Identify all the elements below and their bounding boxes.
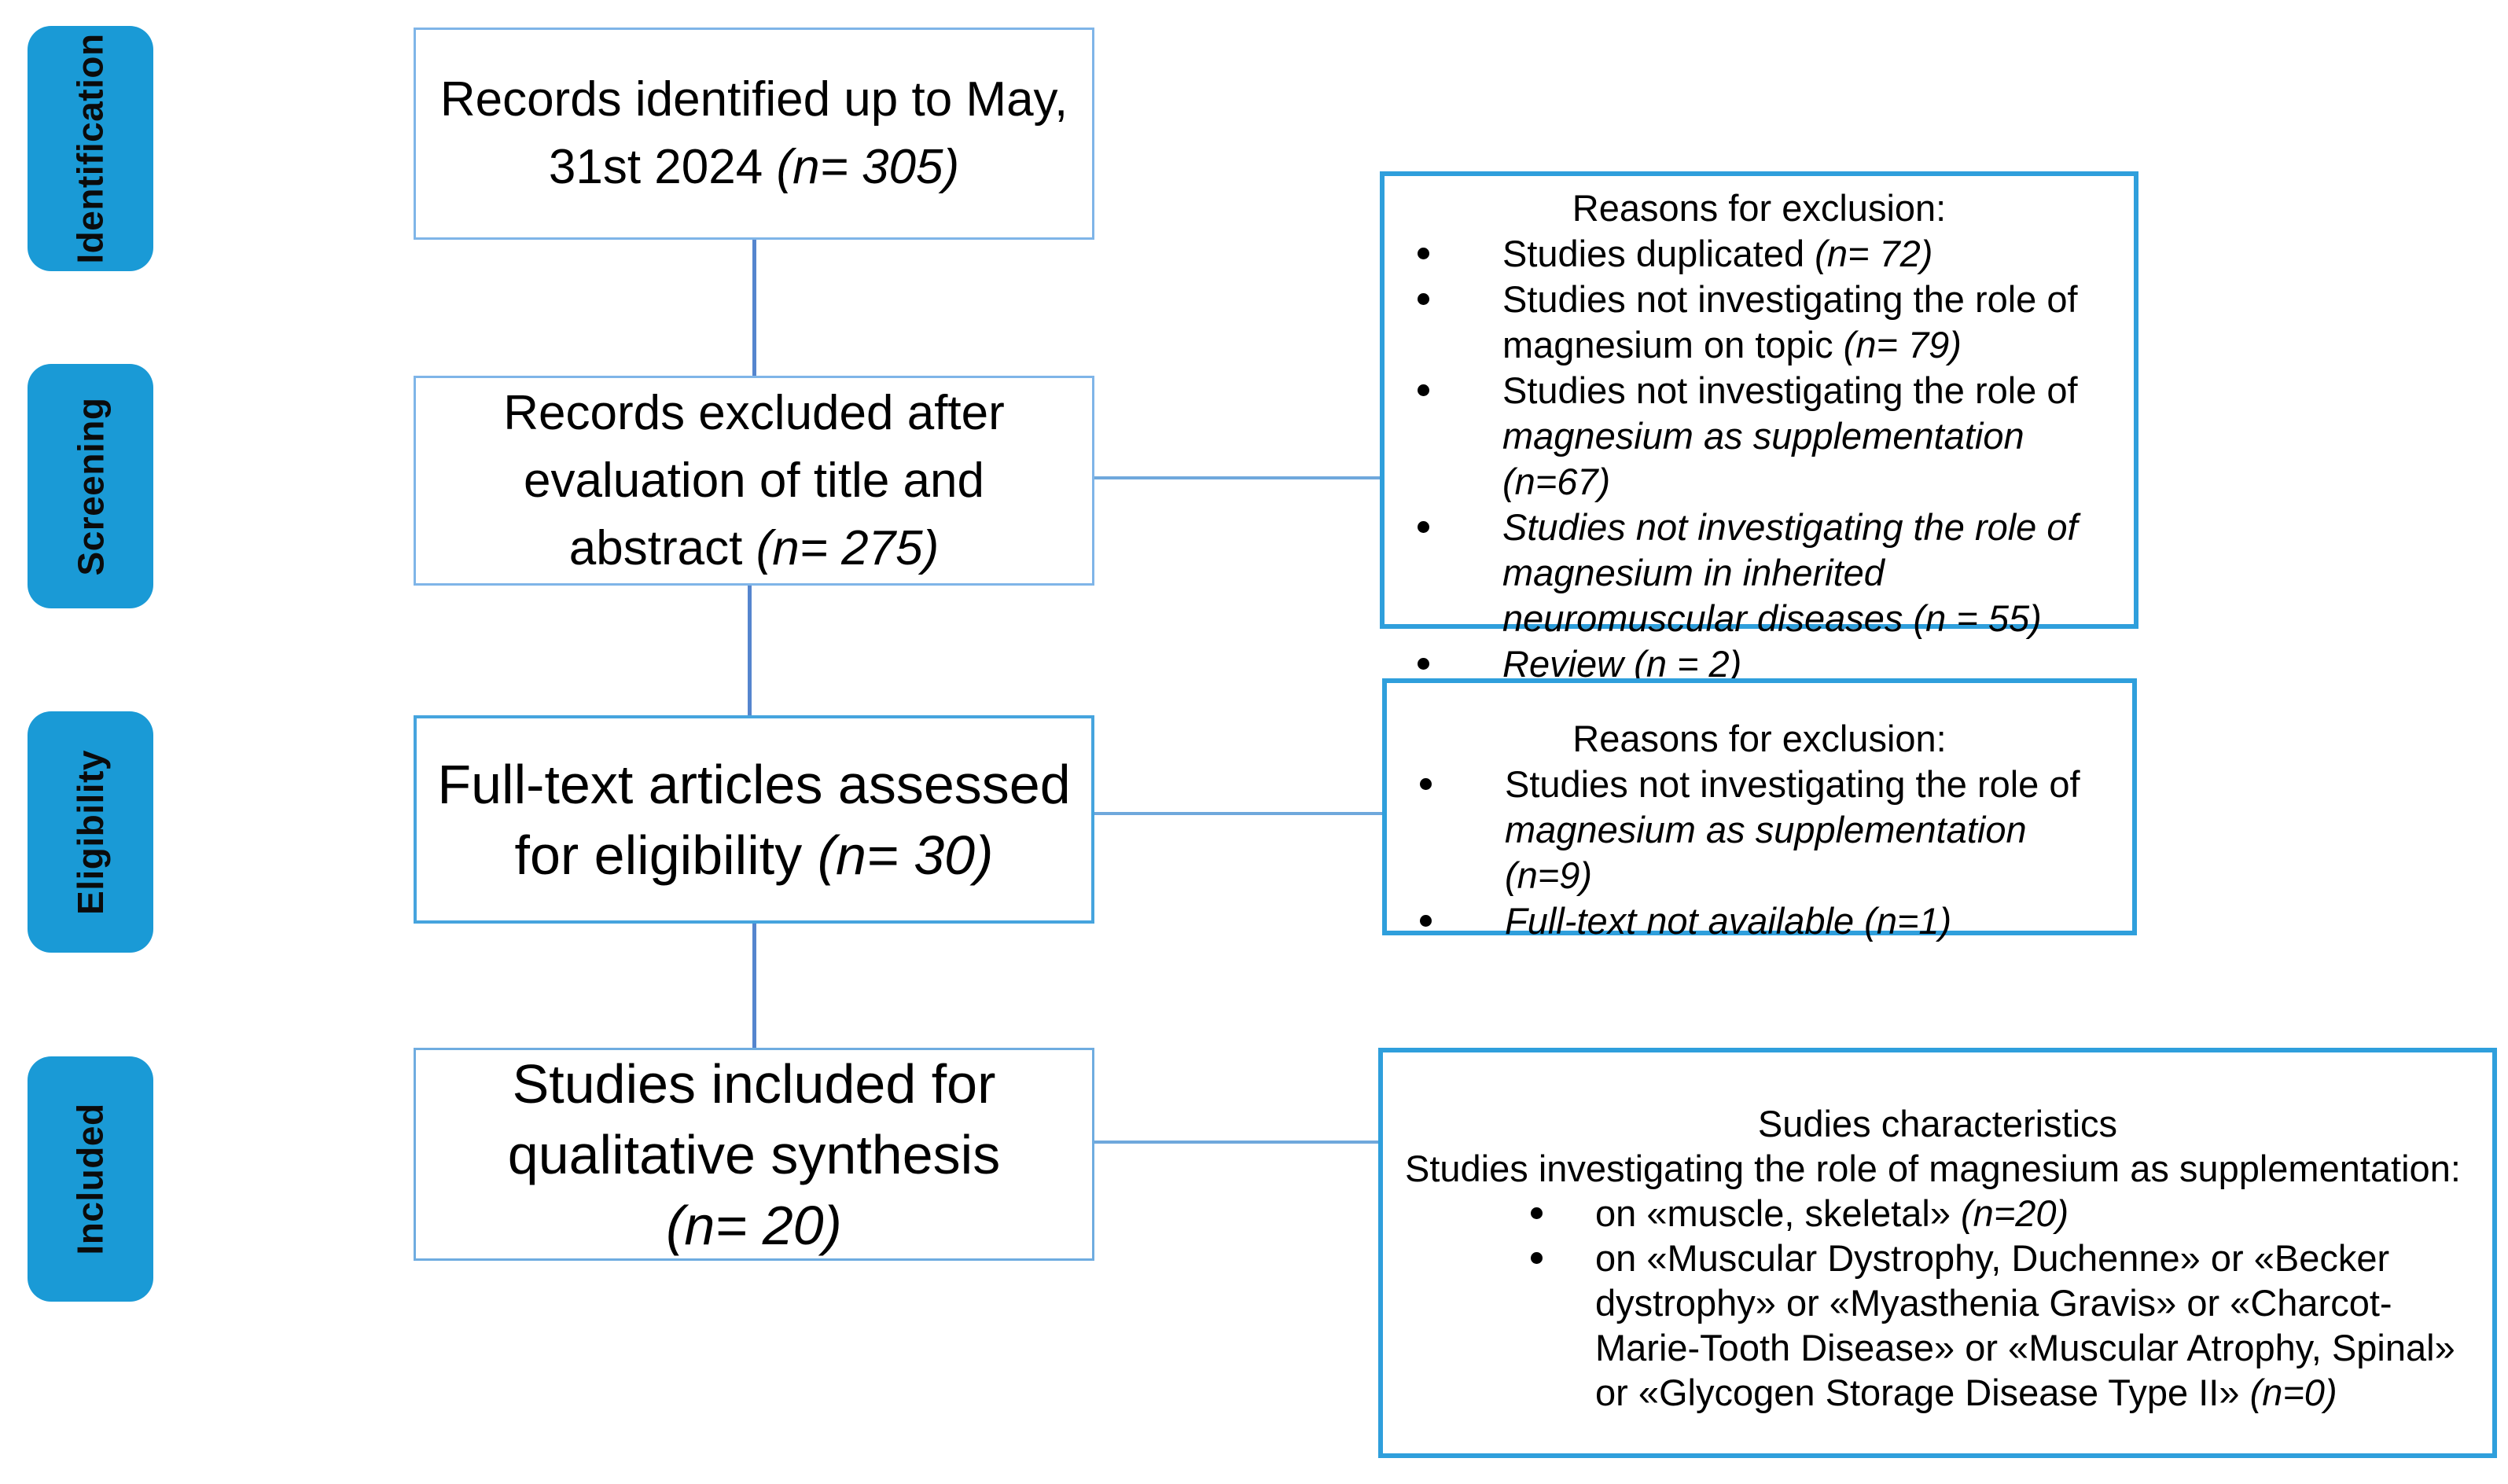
fulltext-assessed-line1: Full-text articles assessed	[437, 753, 1071, 815]
stage-identification-label: Identification	[70, 33, 112, 264]
connector-fulltext-to-reasons2	[1094, 812, 1382, 815]
stage-eligibility-label: Eligibility	[70, 749, 111, 915]
characteristics-item-diseases: on «Muscular Dystrophy, Duchenne» or «Be…	[1383, 1236, 2492, 1415]
stage-eligibility: Eligibility	[28, 711, 153, 953]
exclusion-box-1-title: Reasons for exclusion:	[1572, 187, 1947, 229]
flow-box-records-excluded: Records excluded after evaluation of tit…	[414, 376, 1094, 586]
exclusion-reasons-box-2: Reasons for exclusion: Studies not inves…	[1382, 678, 2137, 942]
records-identified-line1: Records identified up to May,	[439, 72, 1068, 127]
connector-fulltext-to-included	[752, 924, 756, 1048]
exclusion-box-2-list: Studies not investigating the role of ma…	[1387, 762, 2132, 944]
studies-included-count: (n= 20)	[666, 1194, 842, 1256]
characteristics-subtitle: Studies investigating the role of magnes…	[1405, 1148, 2461, 1189]
exclusion-1-item-not-inherited-nmd: Studies not investigating the role of ma…	[1385, 505, 2134, 641]
flow-box-records-identified: Records identified up to May, 31st 2024 …	[414, 28, 1094, 240]
exclusion-1-item-not-supplementation: Studies not investigating the role of ma…	[1385, 368, 2134, 505]
records-excluded-line2: evaluation of title and	[524, 453, 984, 508]
exclusion-1-item-not-on-topic: Studies not investigating the role of ma…	[1385, 277, 2134, 368]
characteristics-list: on «muscle, skeletal» (n=20) on «Muscula…	[1383, 1191, 2492, 1415]
stage-screening: Screening	[28, 364, 153, 608]
exclusion-box-2-title: Reasons for exclusion:	[1572, 718, 1947, 759]
exclusion-1-item-review: Review (n = 2)	[1385, 641, 2134, 687]
records-identified-count: (n= 305)	[776, 140, 960, 194]
studies-characteristics-box: Sudies characteristics Studies investiga…	[1378, 1048, 2497, 1458]
studies-included-line1: Studies included for	[512, 1052, 996, 1115]
connector-identified-to-excluded	[752, 240, 756, 376]
stage-included: Included	[28, 1056, 153, 1302]
records-identified-line2: 31st 2024 (n= 305)	[548, 140, 960, 194]
fulltext-assessed-count: (n= 30)	[817, 824, 994, 886]
exclusion-2-item-not-supplementation: Studies not investigating the role of ma…	[1387, 762, 2132, 898]
flow-box-studies-included: Studies included for qualitative synthes…	[414, 1048, 1094, 1261]
connector-included-to-characteristics	[1094, 1141, 1378, 1144]
stage-screening-label: Screening	[70, 397, 112, 575]
records-excluded-line1: Records excluded after	[503, 385, 1005, 440]
exclusion-reasons-box-1: Reasons for exclusion: Studies duplicate…	[1380, 171, 2138, 685]
characteristics-title: Sudies characteristics	[1757, 1103, 2118, 1144]
fulltext-assessed-line2: for eligibility (n= 30)	[514, 824, 994, 886]
characteristics-item-muscle-skeletal: on «muscle, skeletal» (n=20)	[1383, 1191, 2492, 1236]
exclusion-1-item-duplicated: Studies duplicated (n= 72)	[1385, 231, 2134, 277]
records-excluded-line3: abstract (n= 275)	[568, 520, 940, 575]
flow-box-fulltext-assessed: Full-text articles assessed for eligibil…	[414, 715, 1094, 924]
studies-included-line2: qualitative synthesis	[507, 1123, 1001, 1185]
connector-excluded-to-reasons1	[1094, 476, 1380, 479]
stage-included-label: Included	[70, 1103, 111, 1255]
connector-excluded-to-fulltext	[748, 586, 752, 715]
stage-identification: Identification	[28, 26, 153, 271]
records-excluded-count: (n= 275)	[756, 520, 940, 575]
exclusion-box-1-list: Studies duplicated (n= 72) Studies not i…	[1385, 231, 2134, 687]
exclusion-2-item-fulltext-unavailable: Full-text not available (n=1)	[1387, 898, 2132, 944]
